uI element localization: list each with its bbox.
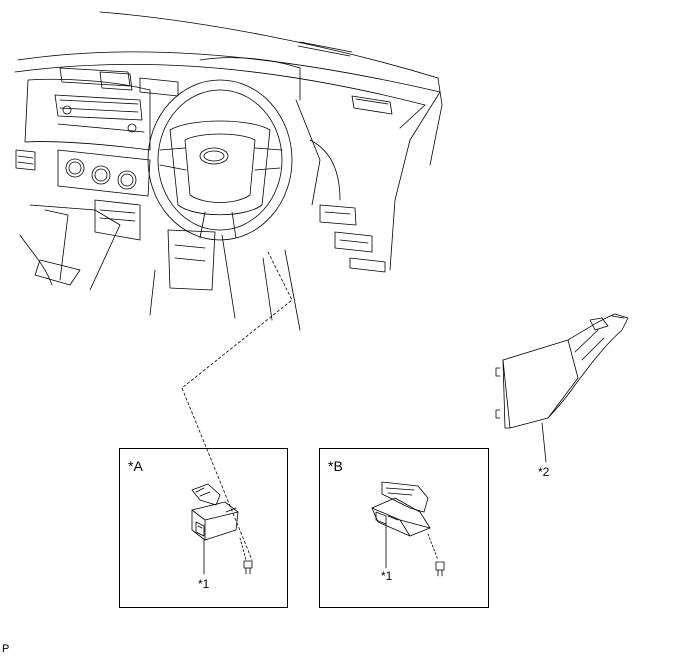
detail-frame-b (319, 448, 489, 608)
location-leader-line (181, 251, 293, 561)
view-label-b: *B (328, 458, 343, 474)
callout-part-2: *2 (538, 465, 550, 479)
callout-part-1-a: *1 (198, 577, 210, 591)
part-2-panel-illustration (495, 313, 629, 463)
dashboard-illustration (14, 11, 443, 331)
view-label-a: *A (128, 458, 143, 474)
figure-code: P (2, 643, 10, 655)
detail-b-illustration (371, 481, 445, 577)
detail-frame-a (119, 448, 288, 608)
detail-a-illustration (191, 483, 253, 575)
callout-part-1-b: *1 (381, 569, 393, 583)
